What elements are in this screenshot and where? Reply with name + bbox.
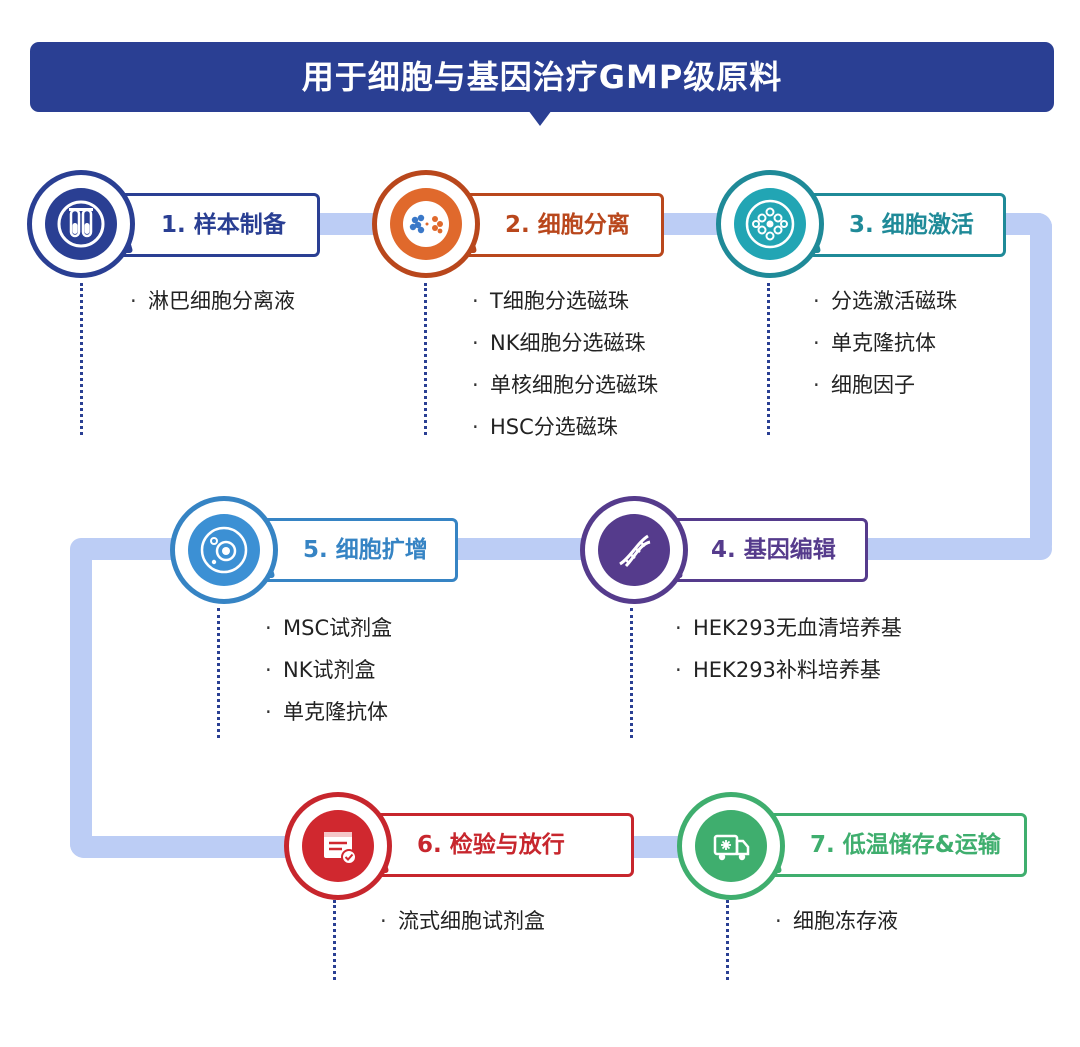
stage-item-list: ·流式细胞试剂盒 <box>380 900 545 942</box>
stage-label-box: 3. 细胞激活 <box>788 193 1006 257</box>
title-banner: 用于细胞与基因治疗GMP级原料 <box>30 42 1054 112</box>
flow-track-left-drop <box>70 538 92 858</box>
stage-item-list: ·T细胞分选磁珠 ·NK细胞分选磁珠 ·单核细胞分选磁珠 ·HSC分选磁珠 <box>472 280 658 448</box>
test-tubes-icon <box>57 200 105 248</box>
stage-connector <box>217 608 220 738</box>
cell-expansion-icon <box>200 526 248 574</box>
cell-separation-icon <box>403 201 449 247</box>
stage-item-list: ·MSC试剂盒 ·NK试剂盒 ·单克隆抗体 <box>265 607 392 733</box>
stage-badge <box>677 792 785 900</box>
stage-title: 4. 基因编辑 <box>711 537 836 563</box>
stage-label-box: 5. 细胞扩增 <box>242 518 458 582</box>
stage-connector <box>726 900 729 980</box>
stage-title: 5. 细胞扩增 <box>303 537 428 563</box>
list-item: ·细胞因子 <box>813 373 915 397</box>
list-item: ·分选激活磁珠 <box>813 289 957 313</box>
list-item: ·HSC分选磁珠 <box>472 415 618 439</box>
stage-badge <box>580 496 688 604</box>
stage-connector <box>424 283 427 435</box>
stage-title: 6. 检验与放行 <box>417 832 565 858</box>
stage-connector <box>767 283 770 435</box>
list-item: ·单核细胞分选磁珠 <box>472 373 658 397</box>
stage-badge <box>170 496 278 604</box>
list-item: ·NK试剂盒 <box>265 658 376 682</box>
stage-label-box: 1. 样本制备 <box>100 193 320 257</box>
list-item: ·单克隆抗体 <box>813 331 936 355</box>
stage-connector <box>80 283 83 435</box>
stage-label-box: 6. 检验与放行 <box>356 813 634 877</box>
stage-badge <box>716 170 824 278</box>
stage-item-list: ·HEK293无血清培养基 ·HEK293补料培养基 <box>675 607 902 691</box>
flow-track-right-drop <box>1030 213 1052 559</box>
banner-pointer <box>528 110 552 126</box>
list-item: ·流式细胞试剂盒 <box>380 909 545 933</box>
stage-label-box: 7. 低温储存&运输 <box>749 813 1027 877</box>
dna-icon <box>619 534 651 568</box>
list-item: ·HEK293无血清培养基 <box>675 616 902 640</box>
page-title: 用于细胞与基因治疗GMP级原料 <box>301 58 783 96</box>
stage-item-list: ·淋巴细胞分离液 <box>130 280 295 322</box>
stage-label-box: 4. 基因编辑 <box>650 518 868 582</box>
report-check-icon <box>324 832 357 865</box>
stage-title: 7. 低温储存&运输 <box>810 832 1001 858</box>
stage-badge <box>372 170 480 278</box>
stage-title: 2. 细胞分离 <box>505 212 630 238</box>
list-item: ·T细胞分选磁珠 <box>472 289 629 313</box>
list-item: ·NK细胞分选磁珠 <box>472 331 646 355</box>
list-item: ·淋巴细胞分离液 <box>130 289 295 313</box>
stage-label-box: 2. 细胞分离 <box>444 193 664 257</box>
stage-item-list: ·分选激活磁珠 ·单克隆抗体 ·细胞因子 <box>813 280 957 406</box>
list-item: ·单克隆抗体 <box>265 700 388 724</box>
stage-title: 1. 样本制备 <box>161 212 286 238</box>
stage-connector <box>630 608 633 738</box>
stage-badge <box>284 792 392 900</box>
stage-badge <box>27 170 135 278</box>
stage-title: 3. 细胞激活 <box>849 212 974 238</box>
stage-item-list: ·细胞冻存液 <box>775 900 898 942</box>
list-item: ·HEK293补料培养基 <box>675 658 881 682</box>
cold-truck-icon <box>713 834 750 861</box>
list-item: ·细胞冻存液 <box>775 909 898 933</box>
cell-cluster-icon <box>745 199 795 249</box>
stage-connector <box>333 900 336 980</box>
list-item: ·MSC试剂盒 <box>265 616 393 640</box>
